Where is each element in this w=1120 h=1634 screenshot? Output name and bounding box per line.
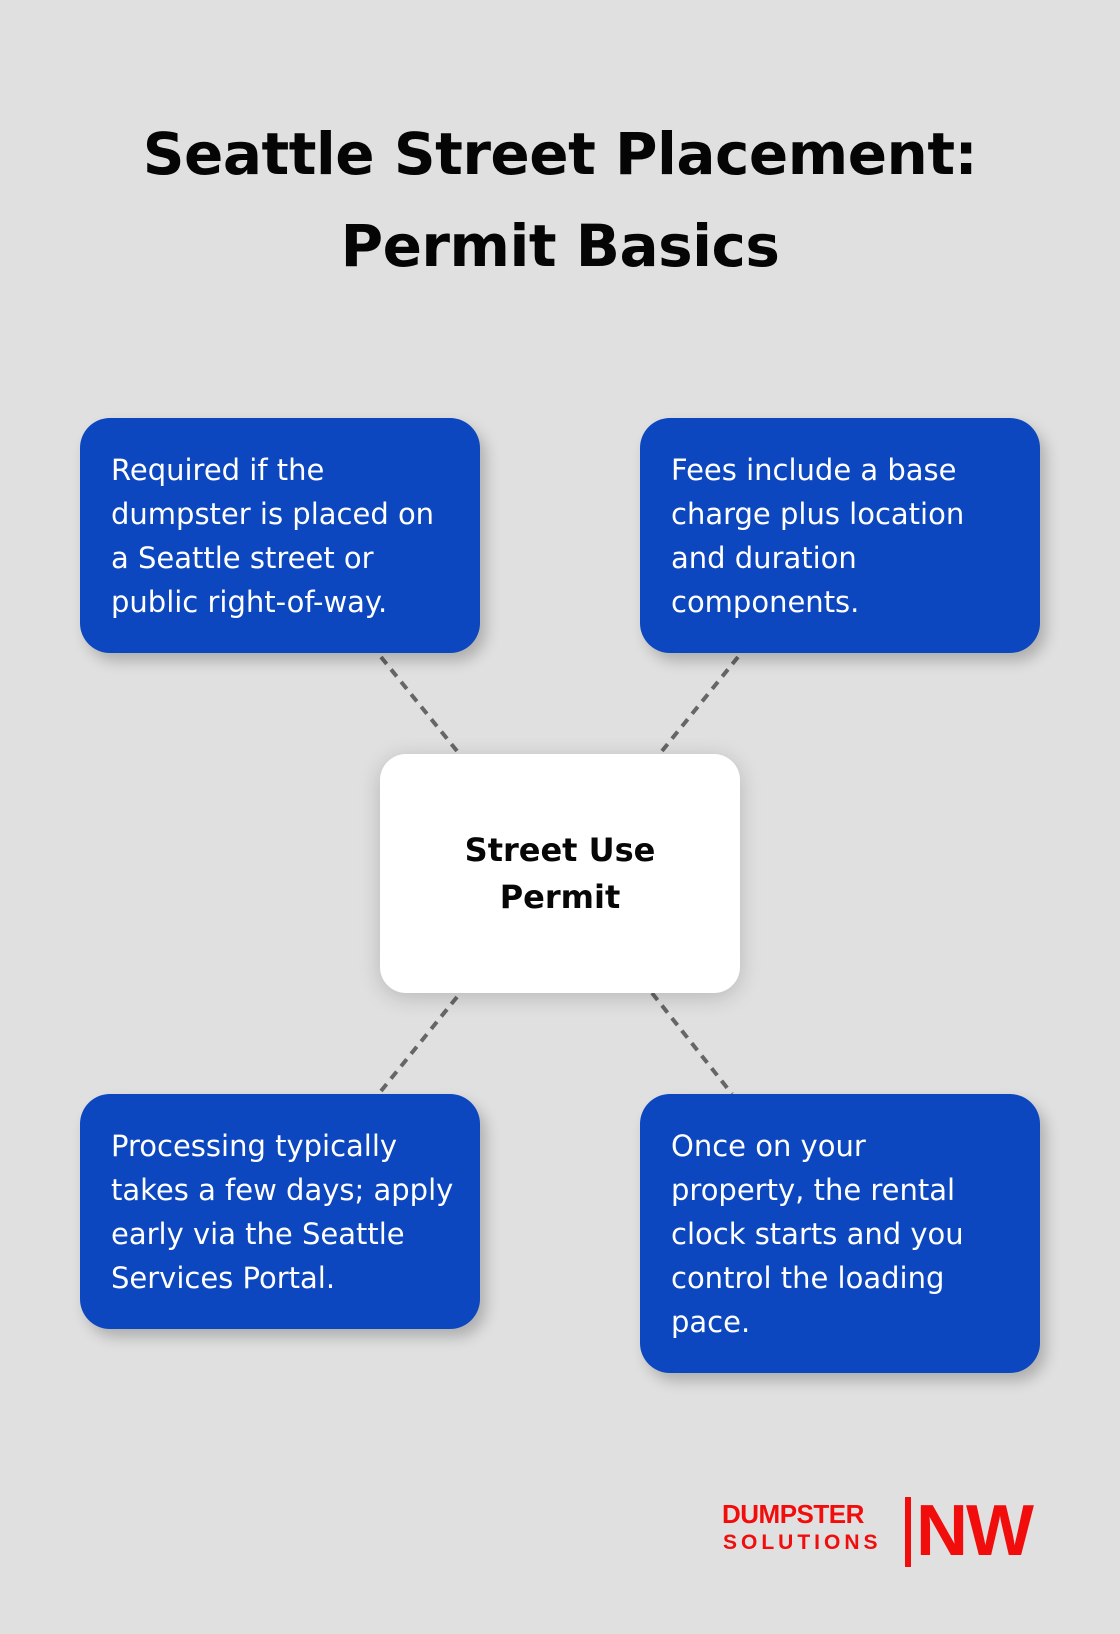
connector-bottom-right bbox=[650, 991, 734, 1096]
title-line-1: Seattle Street Placement: bbox=[142, 120, 978, 188]
center-line-1: Street Use bbox=[464, 830, 656, 869]
card-bottom-right: Once on your property, the rental clock … bbox=[640, 1094, 1040, 1373]
logo-line-1: DUMPSTER bbox=[722, 1499, 864, 1529]
card-top-right: Fees include a base charge plus location… bbox=[640, 418, 1040, 653]
logo-divider bbox=[905, 1497, 911, 1567]
connector-top-left bbox=[379, 655, 459, 753]
card-top-left: Required if the dumpster is placed on a … bbox=[80, 418, 480, 653]
center-line-2: Permit bbox=[499, 877, 621, 916]
center-node: Street Use Permit bbox=[380, 754, 740, 993]
card-text: Required if the dumpster is placed on a … bbox=[111, 453, 435, 619]
logo-line-2: SOLUTIONS bbox=[723, 1531, 882, 1554]
connector-top-right bbox=[660, 655, 740, 753]
card-text: Once on your property, the rental clock … bbox=[671, 1129, 964, 1339]
card-text: Fees include a base charge plus location… bbox=[671, 453, 965, 619]
card-text: Processing typically takes a few days; a… bbox=[111, 1129, 454, 1295]
connector-bottom-left bbox=[379, 995, 459, 1093]
logo-mark: NW bbox=[916, 1491, 1034, 1571]
page-title: Seattle Street Placement: Permit Basics bbox=[0, 108, 1120, 292]
card-bottom-left: Processing typically takes a few days; a… bbox=[80, 1094, 480, 1329]
title-line-2: Permit Basics bbox=[340, 212, 780, 280]
